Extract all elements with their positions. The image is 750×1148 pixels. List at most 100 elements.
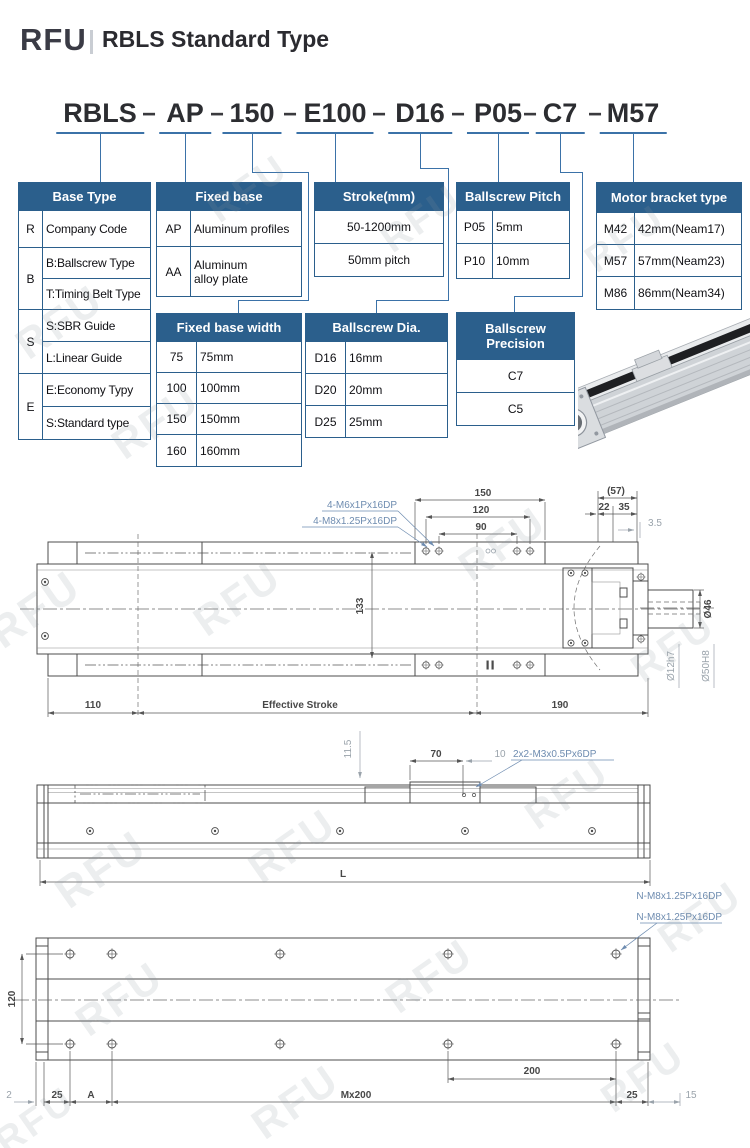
desc-cell: 5mm [492, 210, 570, 244]
desc-cell: 20mm [345, 373, 448, 406]
dim-2: 2 [6, 1090, 12, 1101]
drawing-side-view: 11.5 70 10 2x2-M3x0.5Px6DP L N-M8x1.25Px… [36, 731, 722, 902]
connector-line [448, 168, 449, 301]
table-title: Motor bracket type [596, 182, 742, 213]
dim-11-5: 11.5 [343, 739, 354, 758]
code-separator: − [141, 101, 157, 128]
header-divider [90, 30, 93, 54]
desc-cell: 16mm [345, 341, 448, 374]
value-cell: C7 [456, 359, 575, 393]
brand-logo: RFU [20, 22, 87, 57]
code-cell: D16 [305, 341, 346, 374]
code-cell: M57 [596, 244, 635, 277]
code-cell: B [18, 247, 43, 310]
connector-line [335, 133, 336, 182]
table-title: Ballscrew Pitch [456, 182, 570, 211]
desc-cell: 86mm(Neam34) [634, 276, 742, 310]
desc-cell: Aluminum profiles [190, 210, 302, 247]
model-code-segment-base: RBLS [56, 98, 144, 134]
code-cell: AP [156, 210, 191, 247]
dim-200: 200 [524, 1066, 541, 1077]
label-n-m8-thread: N-M8x1.25Px16DP [636, 891, 722, 902]
model-code-segment-dia: D16 [388, 98, 452, 134]
code-cell: E [18, 373, 43, 440]
dim-133: 133 [355, 597, 366, 614]
model-code-segment-precision: C7 [535, 98, 585, 134]
motor-assembly [562, 545, 714, 671]
dim-15: 15 [685, 1090, 697, 1101]
product-photo [578, 318, 750, 458]
screw-symbol [41, 632, 49, 640]
screw-symbol [41, 578, 49, 586]
dim-effective-stroke: Effective Stroke [262, 700, 338, 711]
connector-line [252, 172, 309, 173]
dim-150: 150 [475, 488, 492, 499]
dim-190: 190 [552, 700, 569, 711]
model-code-segment-fixedbase: AP [159, 98, 211, 134]
dim-110: 110 [85, 700, 102, 711]
table-title: Stroke(mm) [314, 182, 444, 211]
dim-22: 22 [598, 502, 610, 513]
connector-line [100, 133, 101, 182]
code-cell: 100 [156, 372, 197, 404]
code-separator: − [282, 101, 298, 128]
dim-70: 70 [430, 749, 442, 760]
desc-cell: 42mm(Neam17) [634, 212, 742, 245]
connector-line [560, 133, 561, 172]
table-title: Ballscrew Precision [456, 312, 575, 360]
desc-cell: S:SBR Guide [42, 309, 151, 342]
value-cell: 50-1200mm [314, 210, 444, 244]
body-outline [20, 534, 700, 716]
code-cell: D25 [305, 405, 346, 438]
table-title: Ballscrew Dia. [305, 313, 448, 342]
desc-cell: 10mm [492, 243, 570, 279]
code-cell: P05 [456, 210, 493, 244]
dim-90: 90 [475, 522, 487, 533]
code-cell: R [18, 210, 43, 248]
desc-cell: B:Ballscrew Type [42, 247, 151, 279]
dim-mx200: Mx200 [341, 1090, 372, 1101]
code-cell: 160 [156, 434, 197, 467]
desc-cell: 57mm(Neam23) [634, 244, 742, 277]
connector-line [252, 133, 253, 172]
thread-label: N-M8x1.25Px16DP [620, 912, 722, 951]
code-cell: 75 [156, 341, 197, 373]
desc-cell: 160mm [196, 434, 302, 467]
dim-A: A [87, 1090, 94, 1101]
code-cell: M86 [596, 276, 635, 310]
connector-line [376, 300, 377, 313]
code-cell: AA [156, 246, 191, 297]
connector-line [514, 296, 583, 297]
desc-cell: T:Timing Belt Type [42, 278, 151, 310]
drawing-bottom-view: N-M8x1.25Px16DP 120 200 2 25 A Mx200 25 [6, 912, 722, 1106]
body-outline [15, 937, 682, 1061]
connector-line [560, 172, 583, 173]
label-m3-thread: 2x2-M3x0.5Px6DP [513, 749, 597, 760]
desc-cell: Aluminum alloy plate [190, 246, 302, 297]
desc-cell: L:Linear Guide [42, 341, 151, 374]
dim-10: 10 [494, 749, 506, 760]
connector-line [185, 133, 186, 182]
label-m6-thread: 4-M6x1Px16DP [327, 500, 397, 511]
dim-25-right: 25 [626, 1090, 638, 1101]
dim-d46: Ø46 [703, 599, 714, 618]
model-code-segment-width: 150 [222, 98, 282, 134]
table-title: Fixed base [156, 182, 302, 211]
desc-cell: 25mm [345, 405, 448, 438]
desc-cell: 100mm [196, 372, 302, 404]
dim-3-5: 3.5 [648, 518, 662, 529]
dim-35: 35 [618, 502, 630, 513]
code-cell: P10 [456, 243, 493, 279]
dimensions: 11.5 70 10 2x2-M3x0.5Px6DP L N-M8x1.25Px… [39, 731, 722, 902]
carriage [364, 781, 537, 804]
ballscrew-precision-table: Ballscrew Precision C7 C5 [456, 312, 575, 426]
dimensions: 150 120 90 (57) 22 35 3.5 133 Ø46 Ø12h7 [47, 486, 715, 717]
dim-120: 120 [7, 990, 18, 1007]
connector-line [420, 168, 449, 169]
label-n-m8-thread: N-M8x1.25Px16DP [636, 912, 722, 923]
